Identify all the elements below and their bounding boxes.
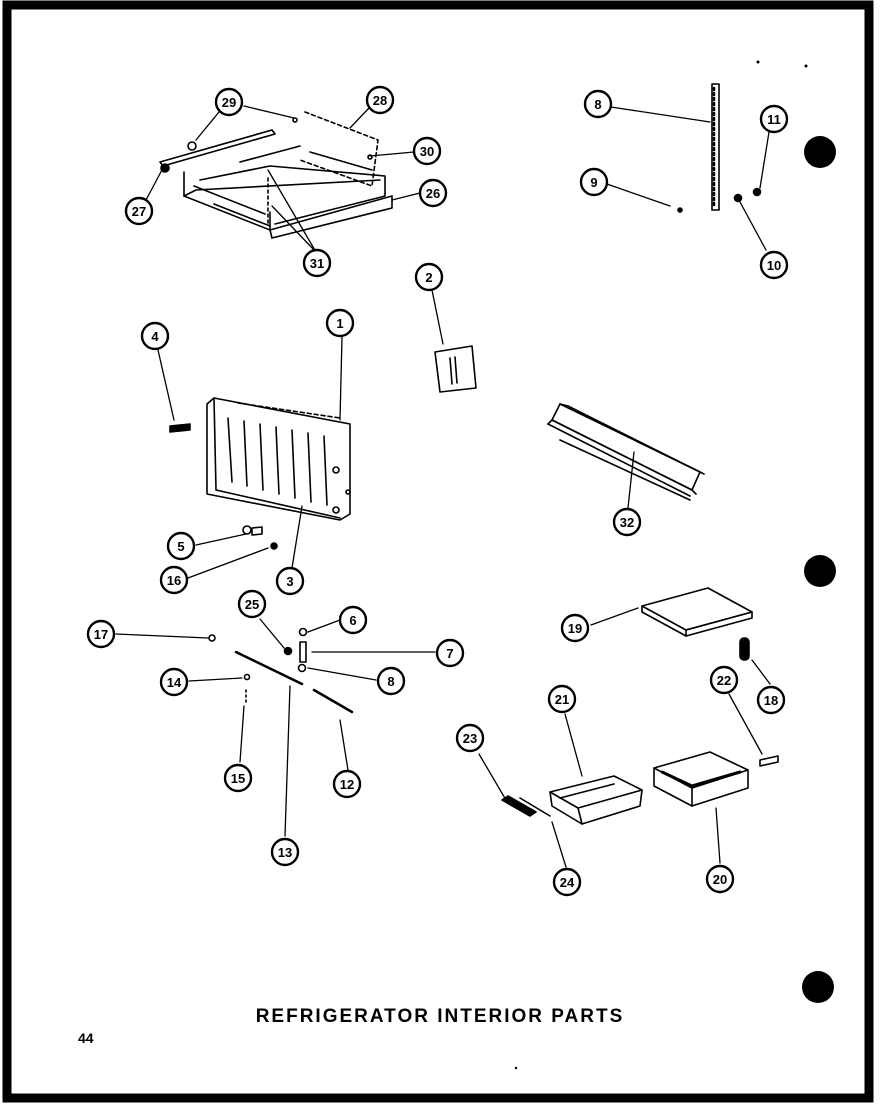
pan-drawers	[501, 751, 779, 825]
svg-text:4: 4	[151, 329, 159, 344]
speck	[804, 64, 808, 68]
shelf-rail-channel	[547, 403, 705, 501]
speck	[514, 1066, 518, 1070]
svg-text:2: 2	[425, 270, 432, 285]
shelf-frame-assembly	[159, 111, 393, 239]
callout-31: 31	[302, 248, 332, 278]
svg-text:30: 30	[420, 144, 434, 159]
callout-bubbles: 29 28 30 26 27 31 8 11 9 10 2 4 1 32 5 1…	[86, 85, 789, 897]
svg-text:9: 9	[590, 175, 597, 190]
svg-text:22: 22	[717, 673, 731, 688]
callout-5: 5	[166, 531, 196, 561]
svg-text:28: 28	[373, 93, 387, 108]
callout-3: 3	[275, 566, 305, 596]
callout-1: 1	[325, 308, 355, 338]
callout-22: 22	[709, 665, 739, 695]
callout-9: 9	[579, 167, 609, 197]
binder-hole-top	[804, 136, 836, 168]
svg-text:32: 32	[620, 515, 634, 530]
svg-text:3: 3	[286, 574, 293, 589]
evaporator-cover-panel	[169, 397, 351, 550]
svg-text:23: 23	[463, 731, 477, 746]
svg-text:21: 21	[555, 692, 569, 707]
callout-29: 29	[214, 87, 244, 117]
svg-text:17: 17	[94, 627, 108, 642]
svg-text:24: 24	[560, 875, 575, 890]
speck	[756, 60, 760, 64]
callout-15: 15	[223, 763, 253, 793]
callout-25: 25	[237, 589, 267, 619]
svg-text:14: 14	[167, 675, 182, 690]
callout-32: 32	[612, 507, 642, 537]
diagram-title: REFRIGERATOR INTERIOR PARTS	[255, 1006, 625, 1027]
callout-17: 17	[86, 619, 116, 649]
callout-7: 7	[435, 638, 465, 668]
callout-12: 12	[332, 769, 362, 799]
svg-text:11: 11	[767, 112, 781, 127]
callout-4: 4	[140, 321, 170, 351]
callout-16-left: 16	[159, 565, 189, 595]
svg-text:8: 8	[594, 97, 601, 112]
callout-20: 20	[705, 864, 735, 894]
callout-24: 24	[552, 867, 582, 897]
svg-text:18: 18	[764, 693, 778, 708]
svg-text:20: 20	[713, 872, 727, 887]
svg-text:25: 25	[245, 597, 259, 612]
svg-text:8: 8	[387, 674, 394, 689]
callout-21: 21	[547, 684, 577, 714]
leader-lines	[115, 105, 771, 868]
svg-text:31: 31	[310, 256, 324, 271]
svg-text:10: 10	[767, 258, 781, 273]
liner-plate	[434, 345, 477, 393]
callout-11: 11	[759, 104, 789, 134]
callout-28: 28	[365, 85, 395, 115]
svg-text:5: 5	[177, 539, 184, 554]
callout-18: 18	[756, 685, 786, 715]
svg-text:13: 13	[278, 845, 292, 860]
callout-10: 10	[759, 250, 789, 280]
callout-2: 2	[414, 262, 444, 292]
callout-26: 26	[418, 178, 448, 208]
shelf-ladder-rail	[677, 83, 762, 213]
svg-text:1: 1	[336, 316, 343, 331]
hardware-cluster	[208, 627, 354, 714]
callout-6: 6	[338, 605, 368, 635]
callout-13: 13	[270, 837, 300, 867]
callout-8-lower: 8	[376, 666, 406, 696]
callout-30: 30	[412, 136, 442, 166]
binder-hole-middle	[804, 555, 836, 587]
svg-text:26: 26	[426, 186, 440, 201]
callout-14: 14	[159, 667, 189, 697]
svg-text:29: 29	[222, 95, 236, 110]
binder-hole-bottom	[802, 971, 834, 1003]
svg-text:6: 6	[349, 613, 356, 628]
svg-text:27: 27	[132, 204, 146, 219]
svg-text:15: 15	[231, 771, 245, 786]
callout-27: 27	[124, 196, 154, 226]
crisper-cover-shelf	[641, 587, 753, 661]
callout-23: 23	[455, 723, 485, 753]
svg-text:16: 16	[167, 573, 181, 588]
callout-19: 19	[560, 613, 590, 643]
callout-8-top: 8	[583, 89, 613, 119]
svg-text:7: 7	[446, 646, 453, 661]
svg-text:12: 12	[340, 777, 354, 792]
page-number: 44	[78, 1030, 94, 1046]
svg-text:19: 19	[568, 621, 582, 636]
